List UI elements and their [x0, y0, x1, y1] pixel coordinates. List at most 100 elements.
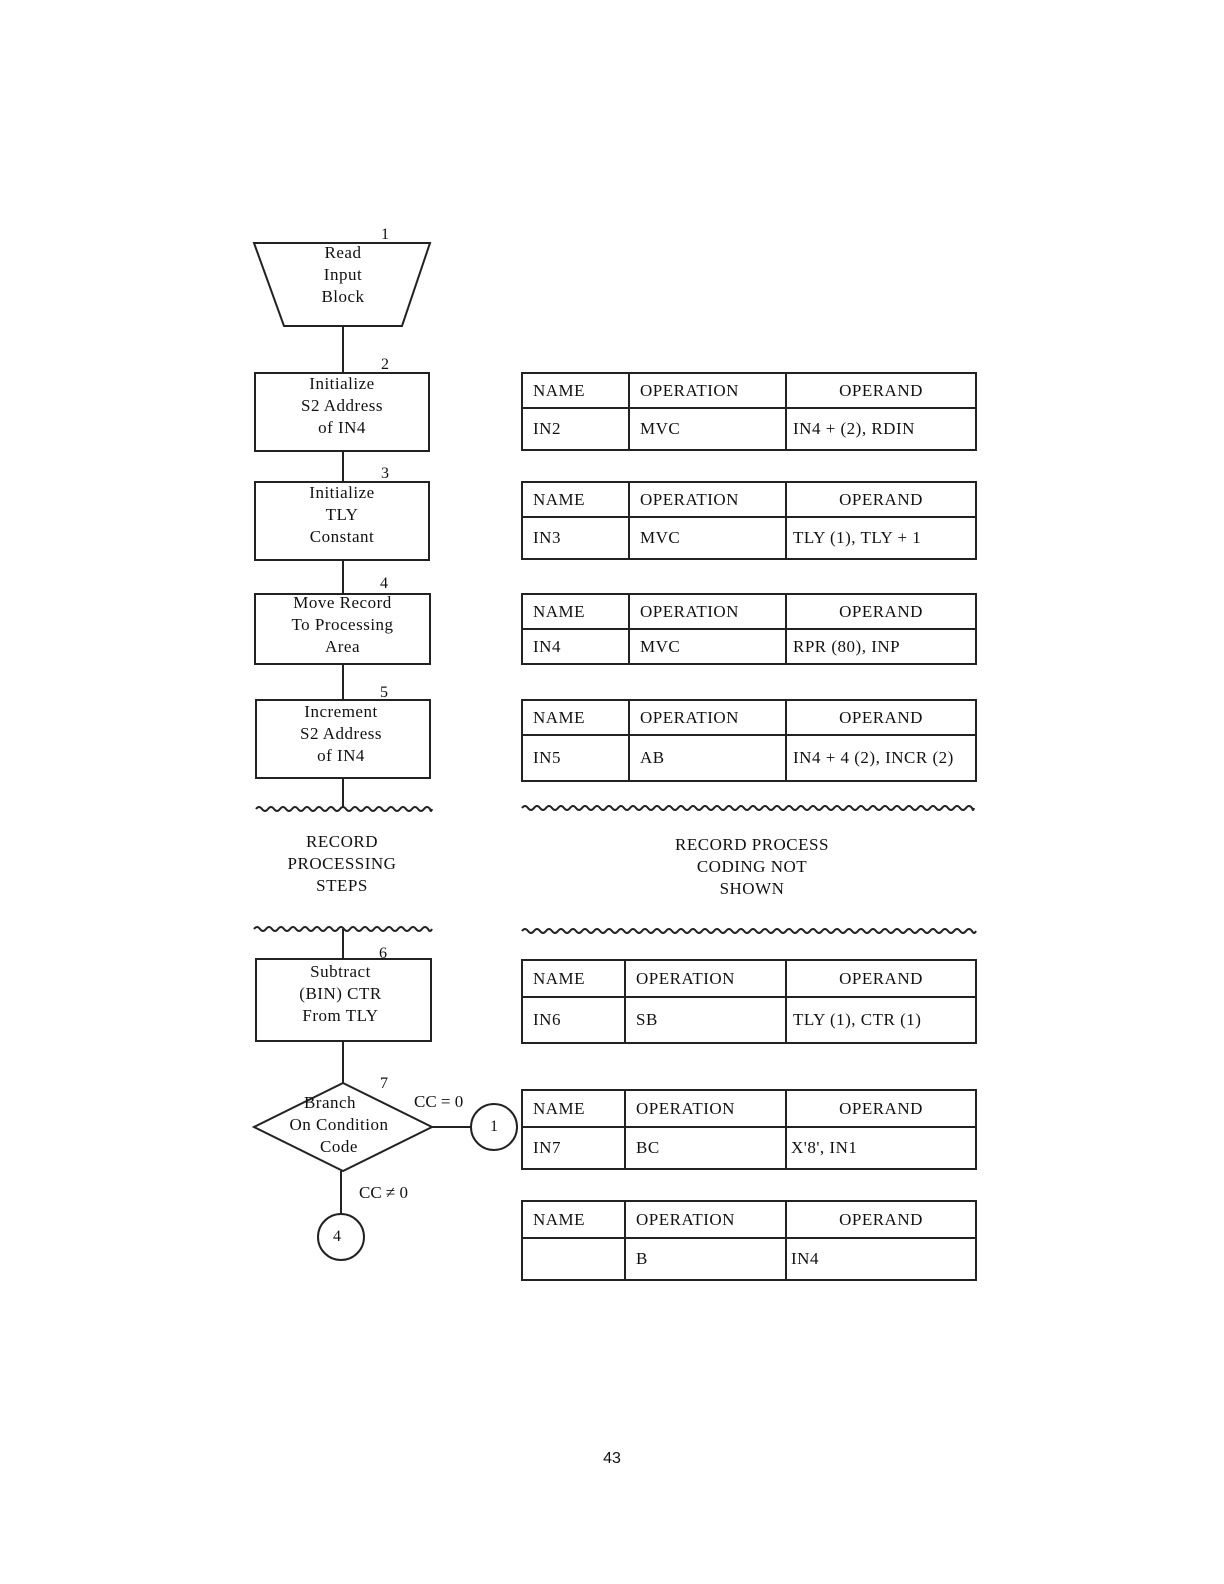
operand-header: OPERAND	[785, 1200, 977, 1239]
operation-header: OPERATION	[624, 1089, 787, 1128]
connector-1-label: 1	[490, 1118, 498, 1135]
off-page-connector-4	[317, 1213, 365, 1261]
name-cell: IN5	[521, 734, 630, 782]
operand-header: OPERAND	[785, 593, 977, 630]
step-4-line: Move Record	[293, 593, 392, 612]
step-5-line: S2 Address	[300, 724, 382, 743]
step-7-decision-diamond	[251, 1081, 435, 1173]
operation-header: OPERATION	[624, 959, 787, 998]
connector-4-label: 4	[333, 1228, 341, 1245]
step-6-line: Subtract	[310, 962, 371, 981]
step-1-line: Block	[321, 287, 365, 306]
break-wave	[521, 805, 975, 811]
name-cell: IN7	[521, 1126, 626, 1170]
name-cell: IN3	[521, 516, 630, 560]
step-5-label: Increment S2 Address of IN4	[254, 701, 428, 767]
operand-cell: IN4 + 4 (2), INCR (2)	[785, 734, 977, 782]
step-3-label: Initialize TLY Constant	[255, 482, 429, 548]
step-6-line: From TLY	[302, 1006, 379, 1025]
name-header: NAME	[521, 1200, 626, 1239]
step-1-trapezoid	[252, 242, 432, 327]
step-7-line: Code	[320, 1137, 358, 1156]
break-label-line: SHOWN	[719, 879, 785, 898]
operand-cell: X'8', IN1	[785, 1126, 977, 1170]
operation-cell: BC	[624, 1126, 787, 1170]
operand-header: OPERAND	[785, 959, 977, 998]
step-4-label: Move Record To Processing Area	[255, 592, 430, 658]
step-7-line: Branch	[303, 1093, 357, 1112]
step-3-line: Constant	[309, 527, 375, 546]
coding-table-in2: NAME OPERATION OPERAND IN2 MVC IN4 + (2)…	[521, 372, 977, 451]
coding-table-in4: NAME OPERATION OPERAND IN4 MVC RPR (80),…	[521, 593, 977, 665]
branch-equal-label: CC = 0	[414, 1092, 464, 1111]
operand-cell: IN4 + (2), RDIN	[785, 407, 977, 451]
name-cell	[521, 1237, 626, 1281]
operation-cell: MVC	[628, 516, 787, 560]
off-page-connector-1	[470, 1103, 518, 1151]
name-header: NAME	[521, 699, 630, 736]
break-wave	[521, 928, 977, 934]
break-label-line: RECORD	[306, 832, 378, 851]
step-2-line: S2 Address	[301, 396, 383, 415]
step-2-label: Initialize S2 Address of IN4	[255, 373, 429, 439]
record-process-coding-not-shown-label: RECORD PROCESS CODING NOT SHOWN	[522, 834, 982, 900]
name-cell: IN2	[521, 407, 630, 451]
step-5-line: of IN4	[317, 746, 365, 765]
name-cell: IN6	[521, 996, 626, 1044]
operand-header: OPERAND	[785, 372, 977, 409]
operation-header: OPERATION	[628, 372, 787, 409]
name-header: NAME	[521, 481, 630, 518]
operand-cell: IN4	[785, 1237, 977, 1281]
operation-cell: B	[624, 1237, 787, 1281]
operand-header: OPERAND	[785, 1089, 977, 1128]
step-1-line: Read	[324, 243, 362, 262]
step-6-line: (BIN) CTR	[299, 984, 382, 1003]
name-header: NAME	[521, 1089, 626, 1128]
operation-cell: SB	[624, 996, 787, 1044]
operand-header: OPERAND	[785, 699, 977, 736]
coding-table-in5: NAME OPERATION OPERAND IN5 AB IN4 + 4 (2…	[521, 699, 977, 782]
step-2-line: of IN4	[318, 418, 366, 437]
coding-table-in7: NAME OPERATION OPERAND IN7 BC X'8', IN1	[521, 1089, 977, 1170]
branch-not-equal-label: CC ≠ 0	[359, 1183, 409, 1202]
name-header: NAME	[521, 593, 630, 630]
step-2-number: 2	[381, 356, 389, 373]
step-4-number: 4	[380, 575, 388, 592]
coding-table-in6: NAME OPERATION OPERAND IN6 SB TLY (1), C…	[521, 959, 977, 1044]
name-header: NAME	[521, 372, 630, 409]
step-1-label: Read Input Block	[284, 242, 402, 308]
step-1-line: Input	[323, 265, 363, 284]
operation-cell: MVC	[628, 407, 787, 451]
break-label-line: PROCESSING	[287, 854, 397, 873]
step-3-number: 3	[381, 465, 389, 482]
operation-header: OPERATION	[628, 481, 787, 518]
break-label-line: RECORD PROCESS	[675, 835, 829, 854]
coding-table-branch: NAME OPERATION OPERAND B IN4	[521, 1200, 977, 1281]
name-header: NAME	[521, 959, 626, 998]
step-7-label: Branch On Condition Code	[258, 1092, 420, 1158]
step-7-line: On Condition	[289, 1115, 389, 1134]
step-6-label: Subtract (BIN) CTR From TLY	[253, 961, 428, 1027]
name-cell: IN4	[521, 628, 630, 665]
step-4-line: Area	[324, 637, 361, 656]
operation-header: OPERATION	[624, 1200, 787, 1239]
step-5-number: 5	[380, 684, 388, 701]
coding-table-in3: NAME OPERATION OPERAND IN3 MVC TLY (1), …	[521, 481, 977, 560]
step-3-line: TLY	[325, 505, 359, 524]
operand-header: OPERAND	[785, 481, 977, 518]
operand-cell: TLY (1), CTR (1)	[785, 996, 977, 1044]
operation-header: OPERATION	[628, 593, 787, 630]
step-1-number: 1	[381, 226, 389, 243]
step-5-line: Increment	[304, 702, 378, 721]
page-number: 43	[603, 1450, 621, 1467]
step-7-number: 7	[380, 1075, 388, 1092]
step-2-line: Initialize	[309, 374, 375, 393]
operation-header: OPERATION	[628, 699, 787, 736]
step-3-line: Initialize	[309, 483, 375, 502]
record-processing-steps-label: RECORD PROCESSING STEPS	[252, 831, 432, 897]
step-6-number: 6	[379, 945, 387, 962]
break-wave	[255, 806, 433, 812]
operand-cell: TLY (1), TLY + 1	[785, 516, 977, 560]
operand-cell: RPR (80), INP	[785, 628, 977, 665]
